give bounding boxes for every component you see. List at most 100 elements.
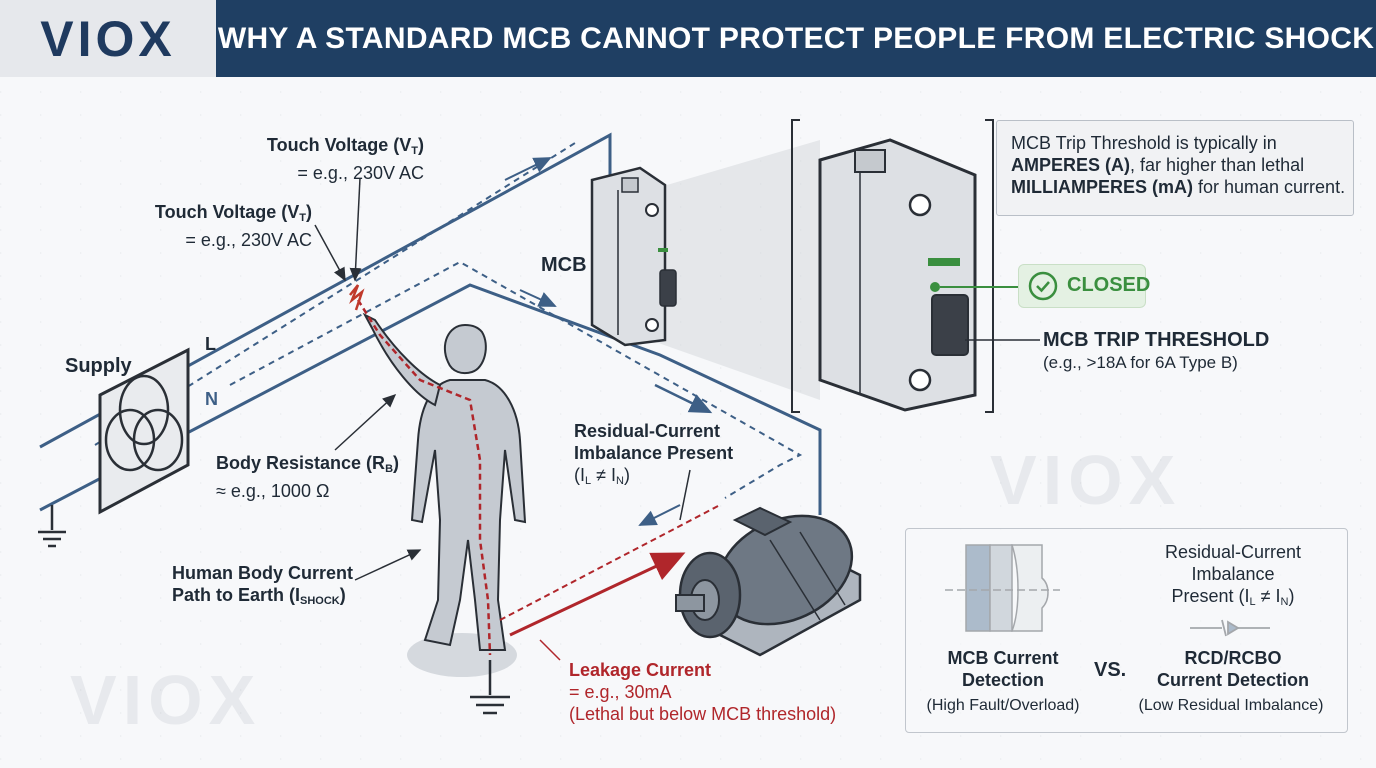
pointer-human-path — [354, 549, 422, 581]
touch-voltage-2-value: = e.g., 230V AC — [185, 230, 312, 250]
residual-imbalance-label: Residual-Current Imbalance Present (IL ≠… — [574, 420, 733, 492]
body-resistance-sub: B — [385, 463, 394, 475]
pointer-touch-1 — [349, 177, 362, 282]
leakage-value: = e.g., 30mA — [569, 682, 672, 702]
versus-label: VS. — [1094, 659, 1127, 681]
human-path-label: Human Body Current Path to Earth (ISHOCK… — [172, 562, 353, 612]
mcb-detection-subtitle: (High Fault/Overload) — [926, 697, 1080, 714]
flow-arrow-right — [654, 383, 713, 414]
comparison-panel — [905, 528, 1348, 733]
flow-line-arrow-top — [504, 157, 552, 181]
info-line-3: MILLIAMPERES (mA) for human current. — [1011, 176, 1345, 198]
info-line-2: AMPERES (A), far higher than lethal — [1011, 154, 1345, 176]
touch-voltage-2-title: Touch Voltage (V — [154, 202, 300, 222]
mcb-detection-title-1: MCB Current — [947, 648, 1059, 668]
title-bar: WHY A STANDARD MCB CANNOT PROTECT PEOPLE… — [216, 0, 1376, 77]
touch-voltage-1-title: Touch Voltage (V — [266, 135, 412, 155]
circuit-diagram — [38, 119, 1270, 715]
leakage-title: Leakage Current — [569, 660, 712, 680]
pointer-residual — [679, 469, 691, 521]
shock-current-path — [356, 299, 492, 656]
check-circle-icon — [1028, 271, 1058, 301]
rcd-detection-title: RCD/RCBO Current Detection — [1136, 647, 1330, 691]
rcd-detection-subtitle: (Low Residual Imbalance) — [1138, 697, 1324, 714]
page-title: WHY A STANDARD MCB CANNOT PROTECT PEOPLE… — [217, 21, 1375, 55]
residual-head-1: Residual-Current — [1164, 542, 1302, 562]
info-amperes: AMPERES (A) — [1011, 155, 1131, 175]
pointer-leakage — [539, 639, 561, 661]
residual-line1: Residual-Current — [574, 421, 721, 441]
supply-symbol — [98, 347, 190, 515]
header: VIOX WHY A STANDARD MCB CANNOT PROTECT P… — [0, 0, 1376, 77]
brand-logo: VIOX — [40, 10, 176, 67]
line-label: L — [205, 334, 216, 354]
motor-equipment — [675, 506, 862, 657]
trip-threshold-label: MCB TRIP THRESHOLD (e.g., >18A for 6A Ty… — [1043, 329, 1269, 374]
residual-il: (I — [574, 465, 585, 485]
human-path-line1: Human Body Current — [172, 563, 354, 583]
neutral-conductor — [39, 283, 822, 515]
human-path-line2: Path to Earth (I — [172, 585, 301, 605]
leakage-note: (Lethal but below MCB threshold) — [569, 704, 837, 724]
mcb-detection-title: MCB Current Detection — [920, 647, 1086, 691]
mcb-label: MCB — [541, 254, 587, 276]
pointer-body-resistance — [334, 393, 397, 451]
body-resistance-label: Body Resistance (RB) ≈ e.g., 1000 Ω — [216, 452, 399, 502]
rcd-detection-title-2: Current Detection — [1156, 670, 1309, 690]
touch-voltage-1-close: ) — [418, 135, 424, 155]
trip-threshold-info-box: MCB Trip Threshold is typically in AMPER… — [996, 120, 1354, 216]
residual-sub-n: N — [616, 475, 624, 487]
mcb-large-device — [818, 138, 977, 412]
neutral-label: N — [205, 389, 218, 409]
residual-head: Residual-Current Imbalance Present (IL ≠… — [1136, 541, 1330, 613]
residual-neq: ≠ I — [591, 465, 617, 485]
mcb-detection-title-2: Detection — [961, 670, 1044, 690]
info-box-text: MCB Trip Threshold is typically in AMPER… — [1011, 132, 1345, 198]
pointer-touch-2 — [314, 224, 346, 282]
rcd-detection-title-1: RCD/RCBO — [1184, 648, 1282, 668]
body-resistance-title: Body Resistance (R — [216, 453, 386, 473]
ground-symbol-bottom — [470, 660, 510, 715]
closed-status-badge: CLOSED — [1018, 264, 1150, 308]
leakage-arrow — [509, 552, 686, 637]
touch-voltage-2-close: ) — [306, 202, 312, 222]
residual-head-sub-n: N — [1280, 596, 1289, 608]
closed-status-text: CLOSED — [1067, 274, 1151, 296]
supply-label: Supply — [65, 355, 132, 377]
residual-close: ) — [623, 465, 630, 485]
zoom-bracket — [791, 119, 800, 413]
human-path-close: ) — [339, 585, 346, 605]
residual-head-close: ) — [1288, 586, 1295, 606]
zoom-projection — [650, 140, 820, 400]
human-path-sub: SHOCK — [300, 595, 340, 607]
flow-arrow-mid — [519, 289, 557, 307]
touch-voltage-label-1: Touch Voltage (VT) = e.g., 230V AC — [250, 134, 424, 184]
residual-head-neq: ≠ I — [1255, 586, 1281, 606]
leakage-dashed — [499, 504, 721, 621]
mcb-device — [590, 166, 677, 347]
spark-icon — [349, 284, 365, 311]
trip-threshold-title: MCB TRIP THRESHOLD — [1043, 329, 1270, 351]
touch-voltage-label-2: Touch Voltage (VT) = e.g., 230V AC — [138, 201, 312, 251]
info-line-1: MCB Trip Threshold is typically in — [1011, 133, 1277, 153]
logo-panel: VIOX — [0, 0, 216, 77]
residual-head-2: Imbalance — [1191, 564, 1275, 584]
leakage-current-label: Leakage Current = e.g., 30mA (Lethal but… — [569, 659, 836, 725]
zoom-bracket-right — [985, 119, 994, 413]
residual-head-sub-l: L — [1249, 596, 1256, 608]
residual-sub-l: L — [585, 475, 592, 487]
touch-voltage-1-sub: T — [411, 145, 418, 157]
residual-line2: Imbalance Present — [574, 443, 734, 463]
body-resistance-close: ) — [393, 453, 400, 473]
touch-voltage-1-value: = e.g., 230V AC — [297, 163, 424, 183]
trip-threshold-value: (e.g., >18A for 6A Type B) — [1043, 353, 1238, 372]
residual-head-3: Present (I — [1171, 586, 1250, 606]
info-milliamperes: MILLIAMPERES (mA) — [1011, 177, 1193, 197]
body-resistance-value: ≈ e.g., 1000 Ω — [216, 481, 330, 501]
info-line-2-rest: , far higher than lethal — [1130, 155, 1305, 175]
watermark-mid: VIOX — [990, 441, 1182, 519]
watermark-bottom: VIOX — [70, 661, 262, 739]
flow-arrow-return — [638, 504, 681, 526]
line-conductor — [39, 132, 612, 449]
